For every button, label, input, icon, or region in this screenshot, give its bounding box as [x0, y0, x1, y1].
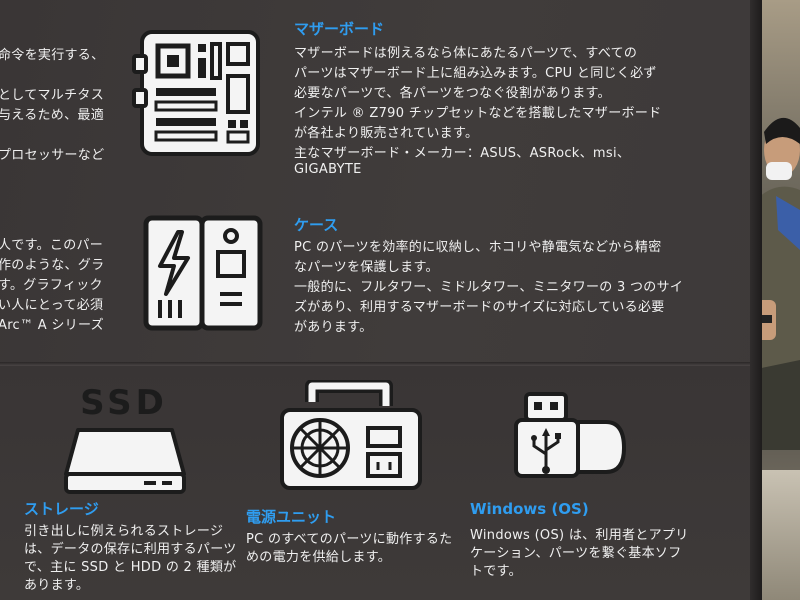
left-fragment-text: 命令を実行する、 [0, 48, 105, 63]
case-body-line: ズがあり、利用するマザーボードのサイズに対応している必要 [294, 300, 665, 315]
storage-body-line: は、データの保存に利用するパーツ [24, 542, 237, 557]
left-fragment-text: 作のような、グラ [0, 258, 105, 273]
board-edge [750, 0, 762, 600]
usb-drive-icon [512, 392, 628, 482]
left-fragment-text: 与えるため、最適 [0, 108, 105, 123]
motherboard-body-line: インテル ® Z790 チップセットなどを搭載したマザーボード [294, 106, 662, 121]
motherboard-body-line: 必要なパーツで、各パーツをつなぐ役割があります。 [294, 86, 611, 101]
ssd-icon-label: SSD [80, 386, 168, 423]
case-title: ケース [294, 216, 339, 234]
background-person [752, 110, 800, 450]
windows-body-line: ケーション、パーツを繋ぐ基本ソフ [470, 546, 682, 561]
case-body-line: PC のパーツを効率的に収納し、ホコリや静電気などから精密 [294, 240, 662, 255]
power-supply-icon [278, 379, 428, 496]
storage-body-line: あります。 [24, 578, 90, 593]
power-supply-body-line: めの電力を供給します。 [246, 550, 392, 565]
case-body-line: なパーツを保護します。 [294, 260, 439, 275]
motherboard-body-line: 主なマザーボード・メーカー：ASUS、ASRock、msi、 [294, 146, 631, 161]
motherboard-icon [132, 28, 264, 162]
storage-body-line: で、主に SSD と HDD の 2 種類が [24, 560, 237, 575]
windows-body-line: Windows (OS) は、利用者とアプリ [470, 528, 689, 543]
motherboard-body-line: GIGABYTE [294, 162, 362, 177]
windows-body-line: トです。 [470, 564, 522, 579]
left-fragment-text: す。グラフィック [0, 278, 103, 293]
pc-case-icon [142, 214, 264, 336]
storage-body-line: 引き出しに例えられるストレージ [24, 524, 224, 539]
case-body-line: があります。 [294, 320, 373, 335]
ssd-icon: SSD [60, 383, 190, 500]
left-fragment-text: 人です。このパー [0, 238, 104, 253]
left-fragment-text: としてマルチタス [0, 88, 105, 103]
case-body-line: 一般的に、フルタワー、ミドルタワー、ミニタワーの 3 つのサイ [294, 280, 684, 295]
left-fragment-text: い人にとって必須 [0, 298, 104, 313]
storage-title: ストレージ [24, 500, 99, 518]
power-supply-title: 電源ユニット [246, 508, 337, 526]
left-fragment-text: Arc™ A シリーズ [0, 318, 104, 333]
motherboard-title: マザーボード [294, 20, 385, 38]
motherboard-body-line: パーツはマザーボード上に組み込みます。CPU と同じく必ず [294, 66, 657, 81]
windows-title: Windows (OS) [470, 500, 589, 518]
motherboard-body-line: が各社より販売されています。 [294, 126, 479, 141]
board-fold-line [0, 362, 760, 366]
power-supply-body-line: PC のすべてのパーツに動作するた [246, 532, 453, 547]
left-fragment-text: プロセッサーなど [0, 148, 105, 163]
motherboard-body-line: マザーボードは例えるなら体にあたるパーツで、すべての [294, 46, 638, 61]
